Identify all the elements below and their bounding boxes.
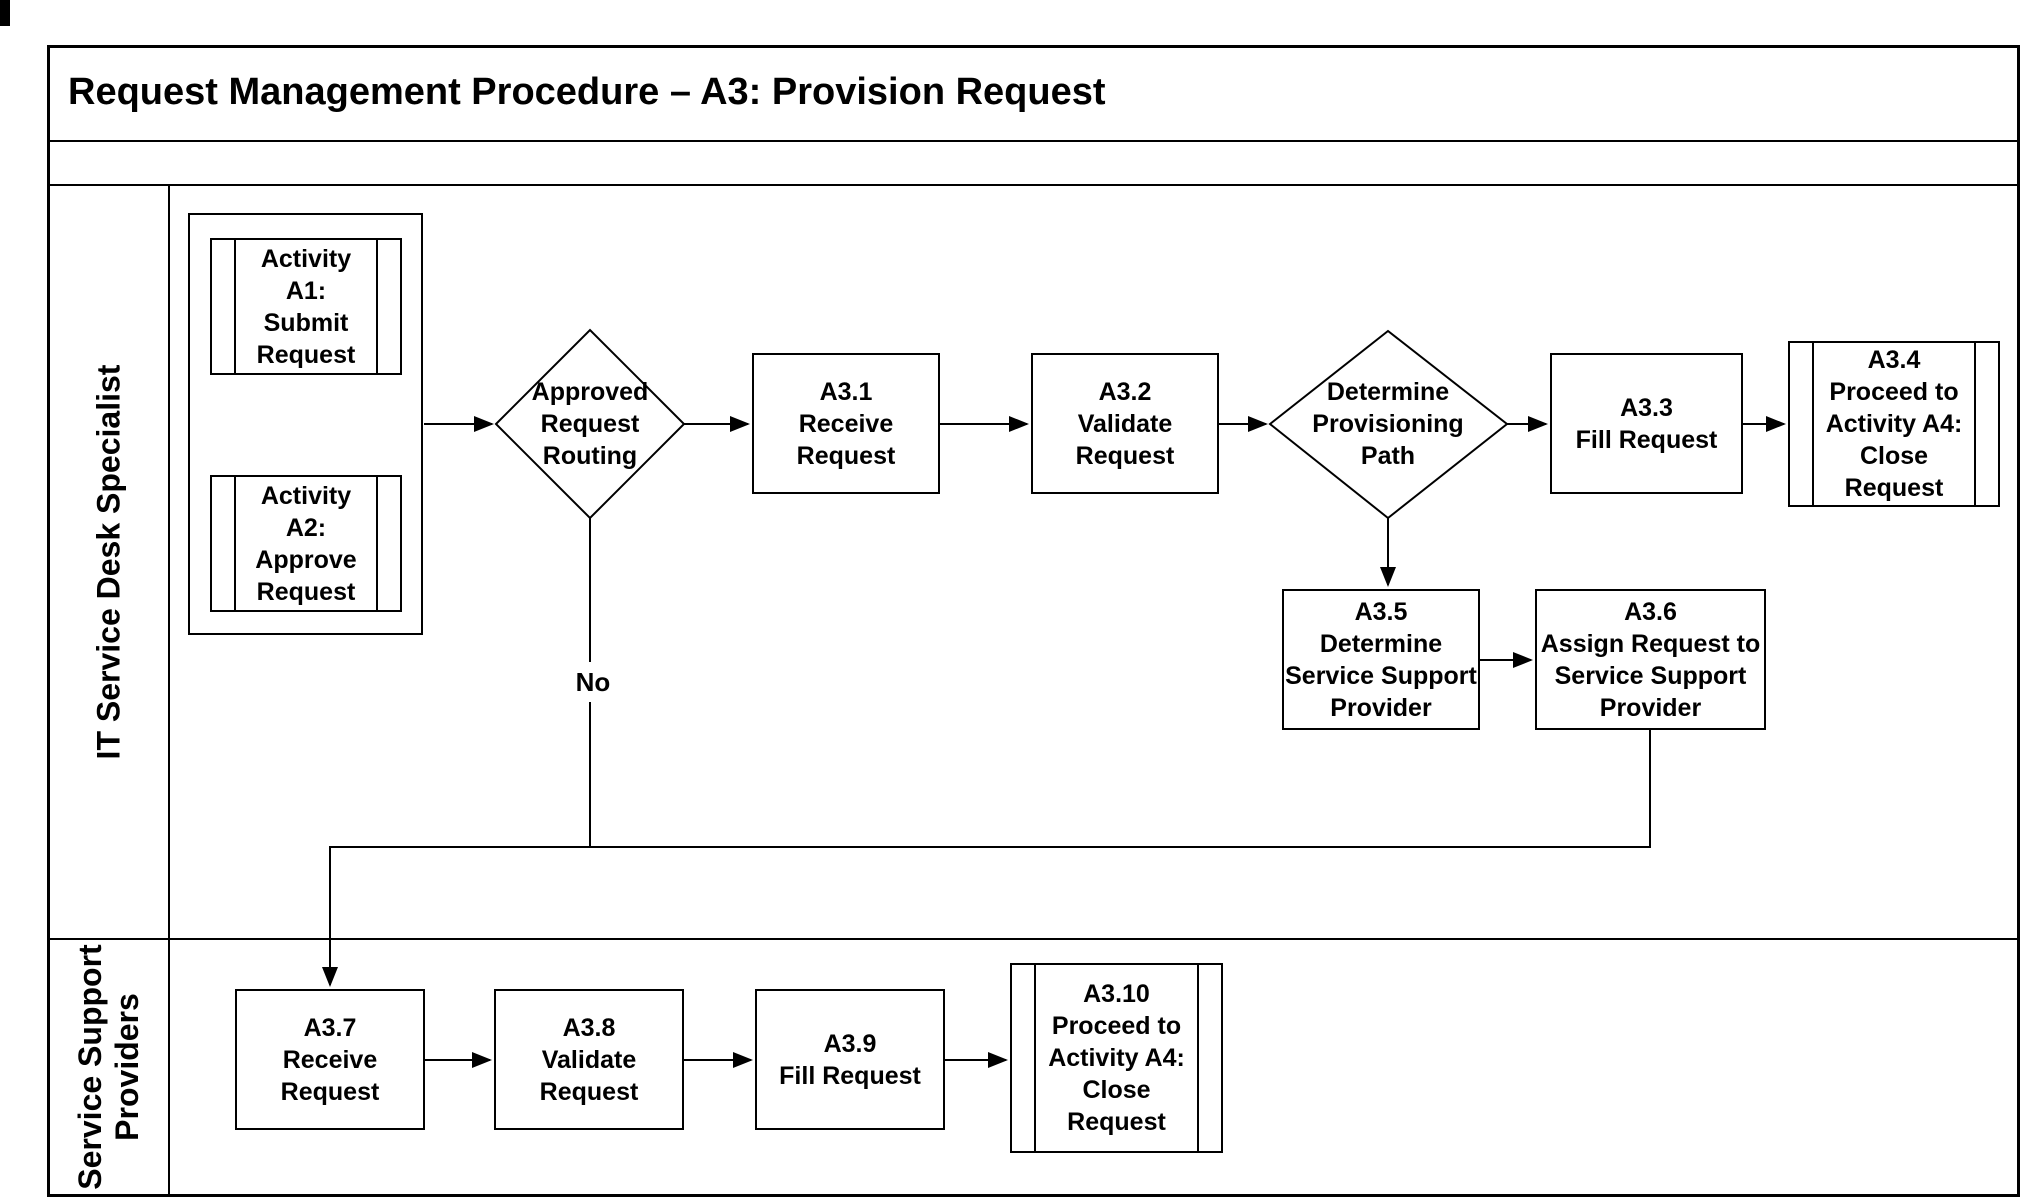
node-label: A3.3 Fill Request: [1575, 393, 1718, 454]
node-label: A3.4 Proceed to Activity A4: Close Reque…: [1825, 346, 1963, 502]
node-label: Activity A2: Approve Request: [255, 481, 357, 606]
subprocess-a3-10-proceed-to-close-request: A3.10 Proceed to Activity A4: Close Requ…: [1010, 963, 1223, 1153]
node-label: Activity A1: Submit Request: [256, 244, 356, 369]
process-a3-6-assign-request-to-provider: A3.6 Assign Request to Service Support P…: [1535, 589, 1766, 730]
decision-determine-provisioning-path-label: Determine Provisioning Path: [1312, 378, 1464, 470]
node-label: A3.2 Validate Request: [1075, 377, 1175, 470]
edge-label-no: No: [560, 662, 626, 702]
process-a3-7-receive-request: A3.7 Receive Request: [235, 989, 425, 1130]
arrow-a36-to-a37-elbow: [322, 730, 1651, 987]
subprocess-activity-a1-submit-request: Activity A1: Submit Request: [210, 238, 402, 375]
decision-approved-request-routing-shape: [494, 328, 686, 520]
process-a3-5-determine-service-support-provider: A3.5 Determine Service Support Provider: [1282, 589, 1480, 730]
lane-label-column-divider: [168, 184, 170, 1194]
node-label: A3.9 Fill Request: [779, 1029, 921, 1090]
node-label: A3.5 Determine Service Support Provider: [1285, 597, 1477, 722]
header-spacer-divider: [47, 184, 2020, 186]
node-label: A3.10 Proceed to Activity A4: Close Requ…: [1048, 980, 1185, 1136]
node-label: A3.7 Receive Request: [280, 1013, 380, 1106]
page-title: Request Management Procedure – A3: Provi…: [68, 71, 1106, 113]
node-label: A3.8 Validate Request: [539, 1013, 639, 1106]
process-a3-8-validate-request: A3.8 Validate Request: [494, 989, 684, 1130]
subprocess-activity-a2-approve-request: Activity A2: Approve Request: [210, 475, 402, 612]
process-a3-3-fill-request: A3.3 Fill Request: [1550, 353, 1743, 494]
diagram-frame: [47, 45, 2020, 1197]
decision-determine-provisioning-path-shape: [1268, 329, 1509, 520]
process-a3-9-fill-request: A3.9 Fill Request: [755, 989, 945, 1130]
process-a3-1-receive-request: A3.1 Receive Request: [752, 353, 940, 494]
node-label: A3.1 Receive Request: [796, 377, 896, 470]
process-a3-2-validate-request: A3.2 Validate Request: [1031, 353, 1219, 494]
decision-approved-request-routing-label: Approved Request Routing: [531, 378, 649, 470]
subprocess-a3-4-proceed-to-close-request: A3.4 Proceed to Activity A4: Close Reque…: [1788, 341, 2000, 507]
scan-artifact-mark: [0, 0, 10, 26]
lane-divider: [47, 938, 2020, 940]
title-row-divider: [47, 140, 2020, 142]
node-label: A3.6 Assign Request to Service Support P…: [1540, 597, 1761, 722]
